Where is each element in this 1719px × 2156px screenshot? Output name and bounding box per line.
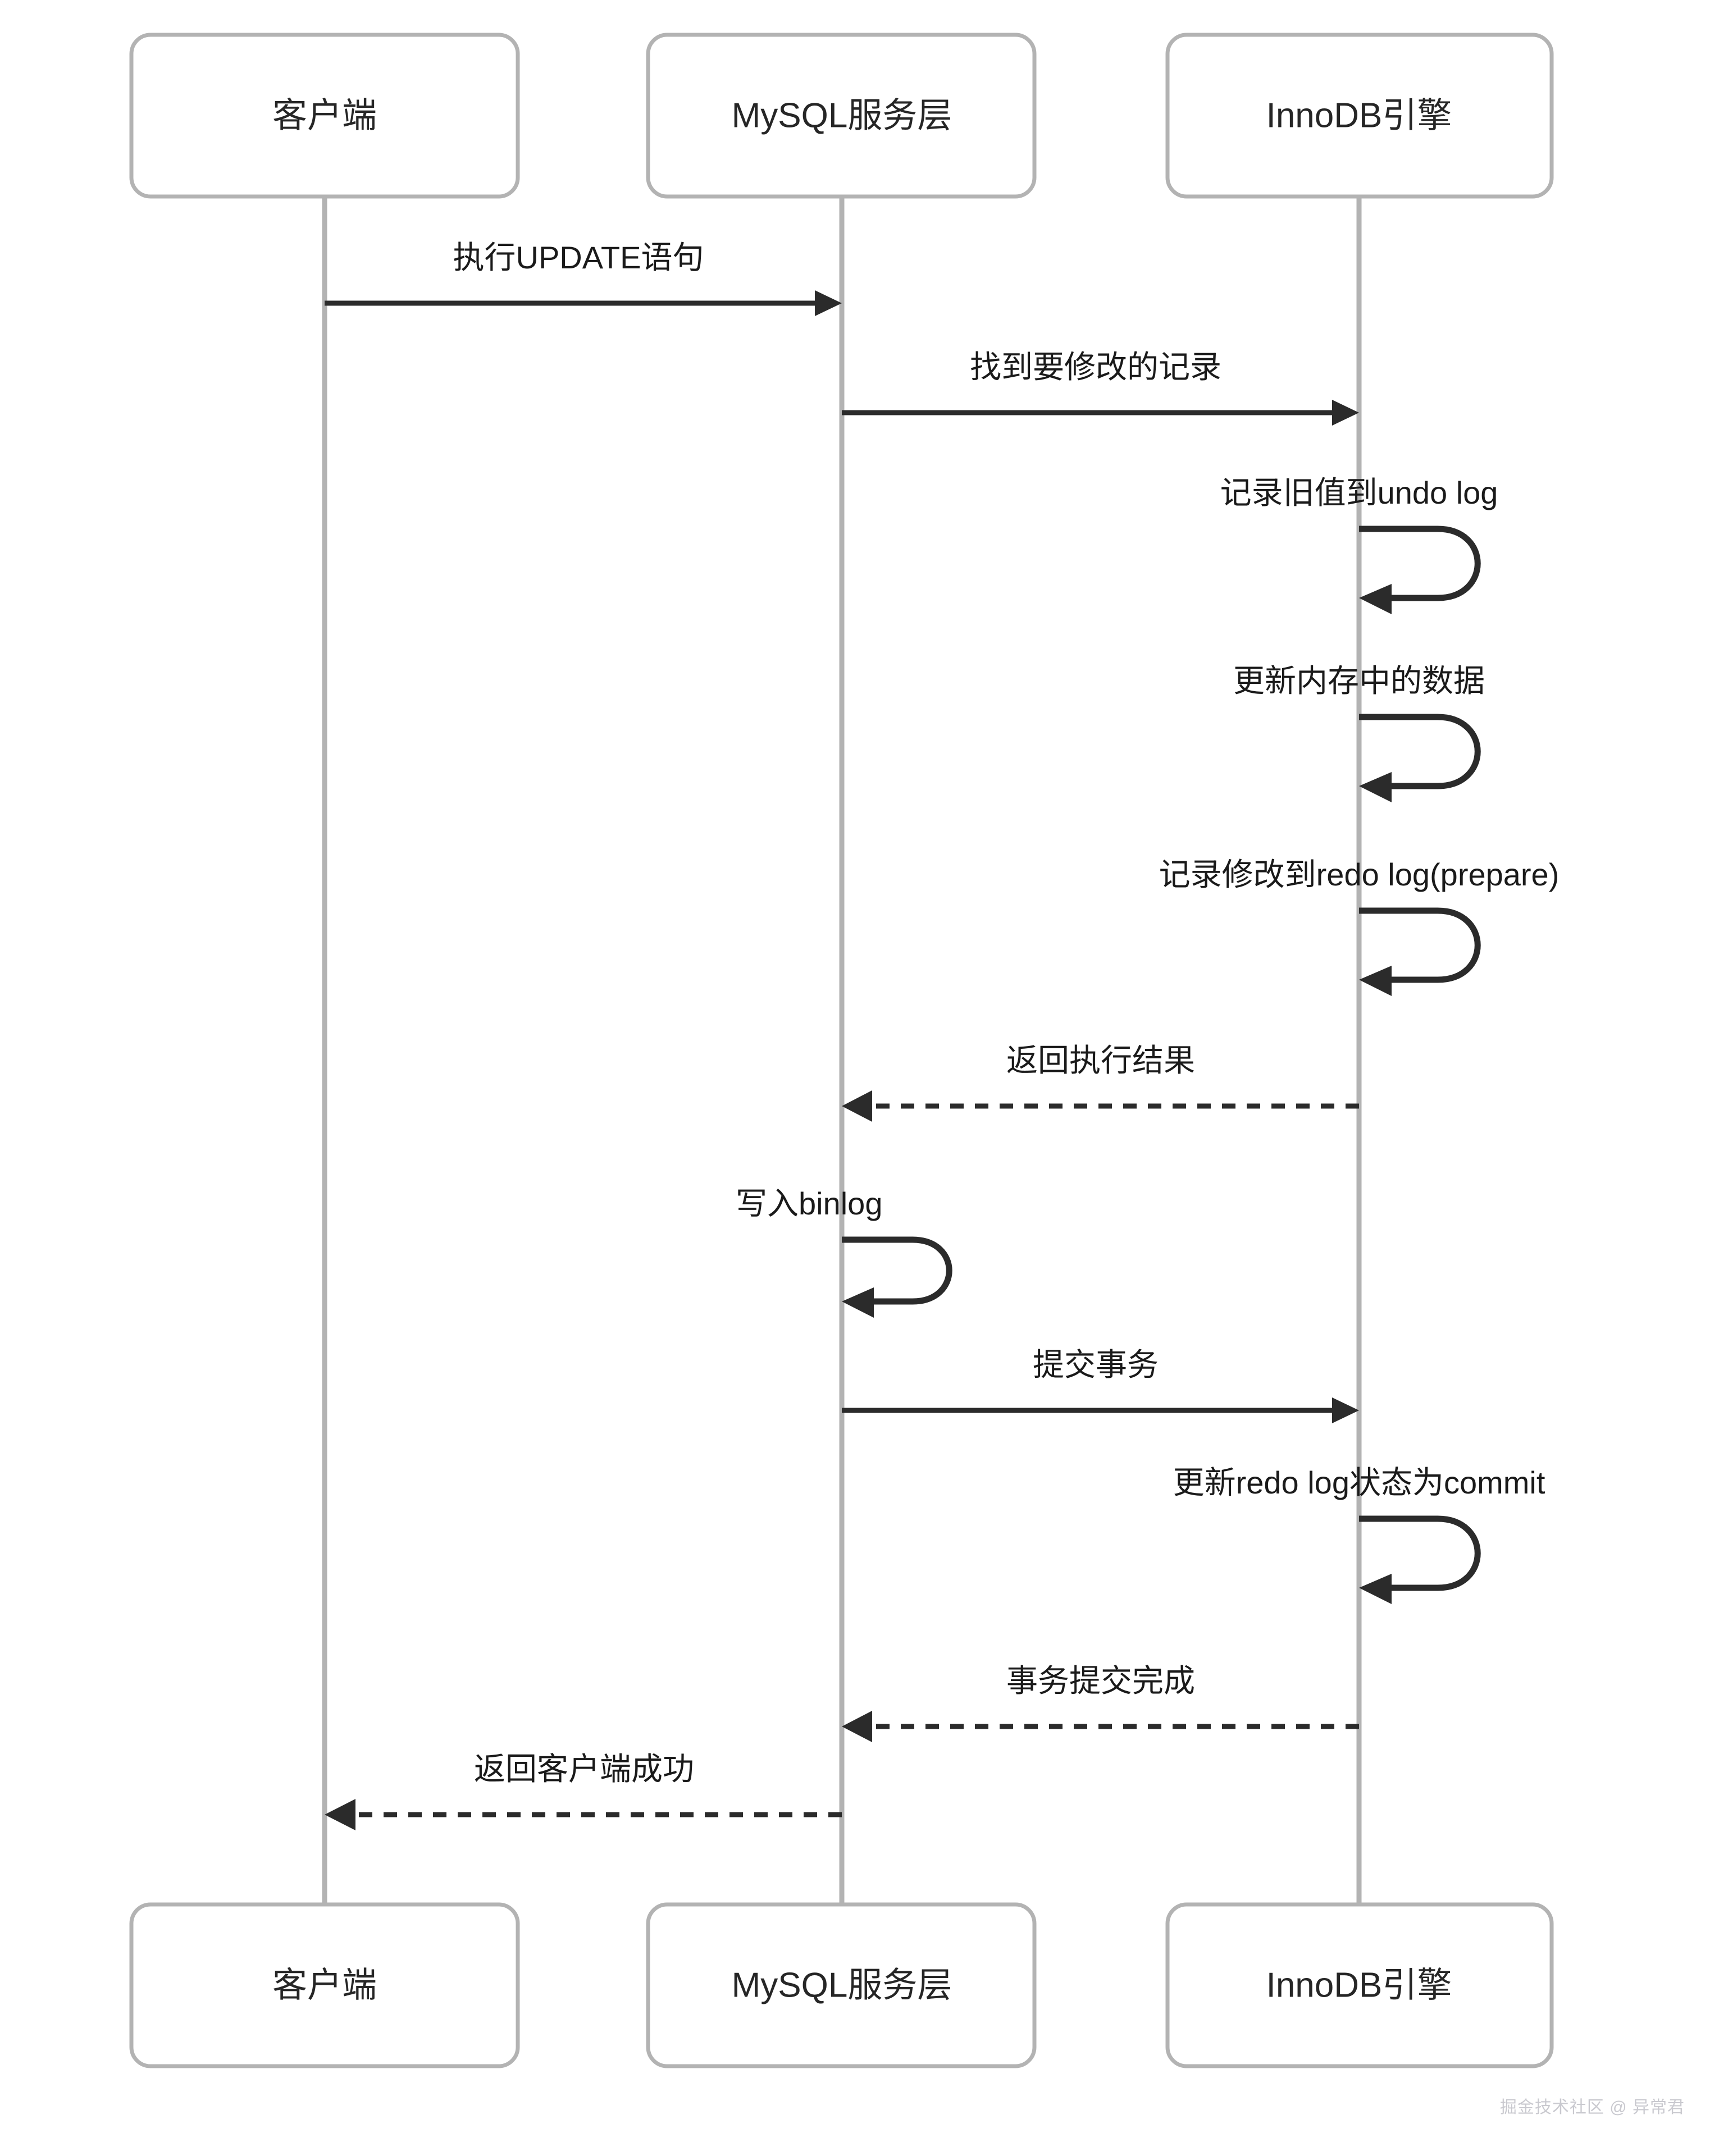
message-3-loop-path (1359, 526, 1481, 601)
message-3-arrowhead-icon (1359, 584, 1392, 614)
message-7-write-binlog[interactable]: 写入binlog (736, 1186, 952, 1318)
participant-rect-server-bottom (646, 1902, 1037, 2068)
participant-box-server-bottom[interactable]: MySQL服务层 (646, 1902, 1037, 2068)
message-10-arrowhead-icon (842, 1711, 872, 1742)
watermark-text: 掘金技术社区 @ 异常君 (1500, 2098, 1685, 2117)
message-4-label: 更新内存中的数据 (1233, 663, 1485, 698)
lifelines (322, 197, 1362, 1904)
participant-boxes-top: 客户端 MySQL服务层 InnoDB引擎 (129, 33, 1554, 199)
message-6-arrowhead-icon (842, 1090, 872, 1122)
participant-label-innodb-top: InnoDB引擎 (1266, 96, 1452, 135)
participant-rect-client-bottom (129, 1902, 520, 2068)
participant-box-innodb-bottom[interactable]: InnoDB引擎 (1165, 1902, 1554, 2068)
message-10-commit-finished[interactable]: 事务提交完成 (842, 1663, 1359, 1742)
message-9-loop-path (1359, 1515, 1481, 1591)
message-3-write-undo-log[interactable]: 记录旧值到undo log (1220, 475, 1498, 614)
message-5-loop-path (1359, 907, 1481, 983)
message-6-return-execution-result[interactable]: 返回执行结果 (842, 1043, 1359, 1122)
message-8-commit-transaction[interactable]: 提交事务 (842, 1347, 1359, 1423)
message-7-arrowhead-icon (842, 1287, 874, 1318)
message-2-locate-record[interactable]: 找到要修改的记录 (842, 349, 1359, 426)
message-11-return-success-to-client[interactable]: 返回客户端成功 (325, 1751, 842, 1830)
participant-label-innodb-bottom: InnoDB引擎 (1266, 1966, 1452, 2004)
message-4-arrowhead-icon (1359, 772, 1392, 802)
participant-rect-innodb-bottom (1165, 1902, 1554, 2068)
participant-box-innodb-top[interactable]: InnoDB引擎 (1165, 33, 1554, 199)
message-4-update-memory[interactable]: 更新内存中的数据 (1233, 663, 1485, 802)
message-2-arrowhead-icon (1332, 400, 1359, 426)
participant-box-client-bottom[interactable]: 客户端 (129, 1902, 520, 2068)
message-1-label: 执行UPDATE语句 (453, 240, 704, 275)
message-9-set-redo-log-commit[interactable]: 更新redo log状态为commit (1173, 1465, 1545, 1604)
message-1-execute-update[interactable]: 执行UPDATE语句 (325, 240, 842, 316)
participant-label-server-bottom: MySQL服务层 (732, 1966, 952, 2004)
message-5-arrowhead-icon (1359, 966, 1392, 996)
message-11-label: 返回客户端成功 (474, 1751, 694, 1787)
participant-boxes-bottom: 客户端 MySQL服务层 InnoDB引擎 (129, 1902, 1554, 2068)
message-11-arrowhead-icon (325, 1799, 355, 1830)
participant-label-client-bottom: 客户端 (272, 1966, 377, 2004)
message-7-label: 写入binlog (736, 1186, 882, 1221)
participant-label-client-top: 客户端 (272, 96, 377, 135)
message-8-arrowhead-icon (1332, 1397, 1359, 1423)
message-9-arrowhead-icon (1359, 1574, 1392, 1604)
message-5-write-redo-log-prepare[interactable]: 记录修改到redo log(prepare) (1159, 857, 1560, 996)
message-5-label: 记录修改到redo log(prepare) (1159, 857, 1560, 892)
message-10-label: 事务提交完成 (1006, 1663, 1195, 1698)
message-8-label: 提交事务 (1033, 1347, 1159, 1382)
message-6-label: 返回执行结果 (1006, 1043, 1195, 1078)
message-1-arrowhead-icon (815, 290, 842, 316)
participant-box-client-top[interactable]: 客户端 (129, 33, 520, 199)
message-7-loop-path (842, 1236, 952, 1305)
message-9-label: 更新redo log状态为commit (1173, 1465, 1545, 1500)
participant-label-server-top: MySQL服务层 (732, 96, 952, 135)
message-2-label: 找到要修改的记录 (970, 349, 1221, 385)
participant-box-server-top[interactable]: MySQL服务层 (646, 33, 1037, 199)
message-3-label: 记录旧值到undo log (1220, 475, 1498, 510)
message-4-loop-path (1359, 714, 1481, 789)
